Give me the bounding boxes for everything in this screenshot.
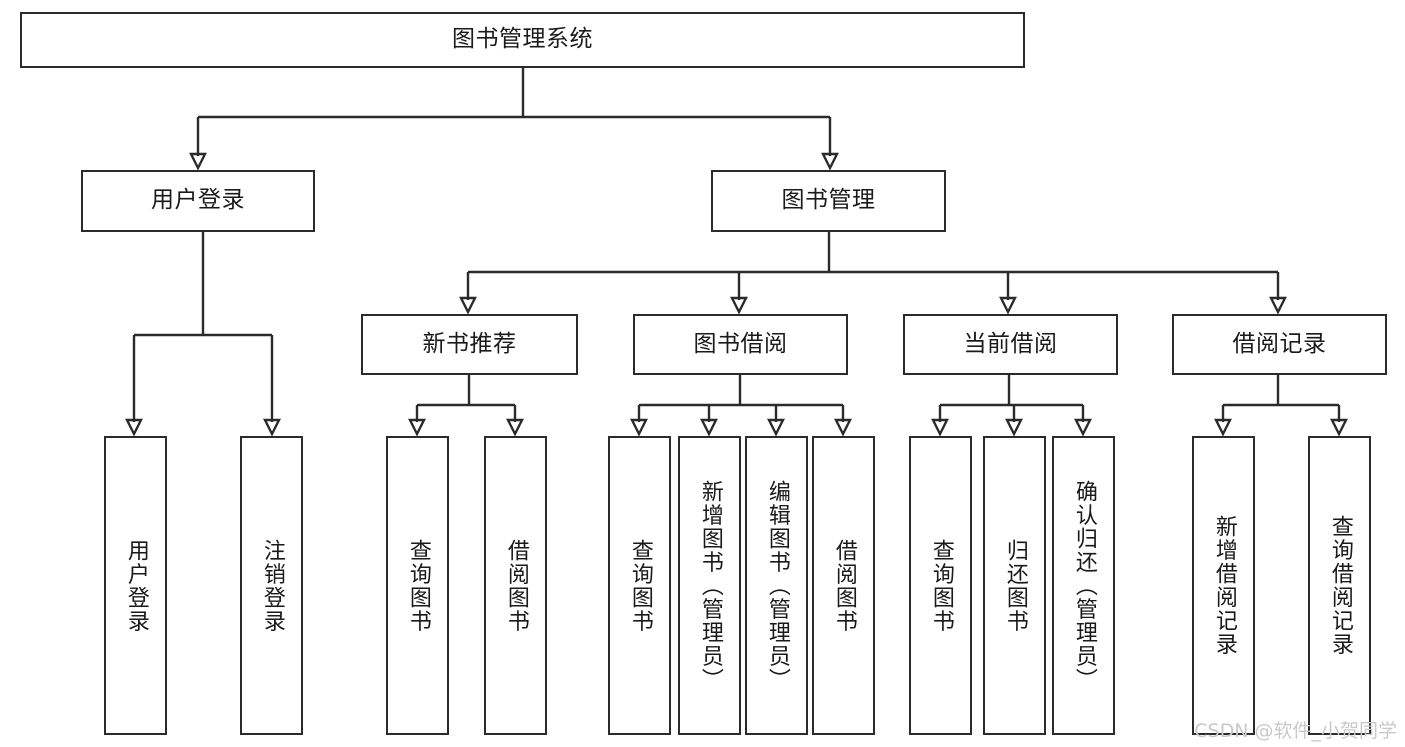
node-label-leaf-add-book: 新增图书（管理员） [697,479,723,692]
node-label-leaf-borrow-book-2: 借阅图书 [831,538,857,633]
user-login-arrow-0-head [125,418,143,437]
node-leaf-query-record: 查询借阅记录 [1308,436,1371,735]
node-leaf-edit-book: 编辑图书（管理员） [745,436,808,735]
node-leaf-borrow-book-1: 借阅图书 [484,436,547,735]
node-label-new-book-recommend: 新书推荐 [422,330,517,357]
watermark-text: CSDN @软件_小贺同学 [1194,720,1397,742]
node-leaf-query-book-3: 查询图书 [909,436,972,735]
node-label-book-borrow: 图书借阅 [693,330,788,357]
node-label-user-login: 用户登录 [151,187,245,214]
root-arrow-0-head [189,152,207,171]
group-arrow-6-head [931,418,949,437]
book-manage-arrow-3-head [1269,296,1287,315]
node-label-leaf-query-record: 查询借阅记录 [1327,515,1353,656]
node-label-root: 图书管理系统 [452,26,593,53]
group-arrow-1-head [506,418,524,437]
group-arrow-10-head [1330,418,1348,437]
user-login-arrow-1-head [263,418,281,437]
node-new-book-recommend: 新书推荐 [361,314,578,375]
book-manage-arrow-1-head [730,296,748,315]
node-current-borrow: 当前借阅 [903,314,1118,375]
group-arrow-8-head [1074,418,1092,437]
group-arrow-5-head [834,418,852,437]
node-leaf-confirm-return: 确认归还（管理员） [1052,436,1115,735]
node-label-borrow-record: 借阅记录 [1232,330,1327,357]
group-arrow-0-head [408,418,426,437]
node-label-leaf-return-book: 归还图书 [1002,538,1028,633]
node-leaf-user-login: 用户登录 [104,436,167,735]
group-arrow-7-head [1005,418,1023,437]
group-arrow-9-head [1214,418,1232,437]
node-leaf-borrow-book-2: 借阅图书 [812,436,875,735]
node-leaf-add-record: 新增借阅记录 [1192,436,1255,735]
node-leaf-return-book: 归还图书 [983,436,1046,735]
node-leaf-logout: 注销登录 [240,436,303,735]
node-label-leaf-query-book-3: 查询图书 [928,538,954,633]
node-label-leaf-borrow-book-1: 借阅图书 [503,538,529,633]
node-root: 图书管理系统 [20,12,1025,68]
group-arrow-3-head [700,418,718,437]
node-book-borrow: 图书借阅 [633,314,848,375]
group-arrow-2-head [630,418,648,437]
node-user-login: 用户登录 [81,170,315,232]
book-manage-arrow-0-head [459,296,477,315]
node-book-manage: 图书管理 [711,170,946,232]
node-leaf-add-book: 新增图书（管理员） [678,436,741,735]
node-leaf-query-book-2: 查询图书 [608,436,671,735]
node-label-leaf-logout: 注销登录 [259,538,285,633]
node-label-leaf-add-record: 新增借阅记录 [1211,515,1237,656]
node-label-leaf-confirm-return: 确认归还（管理员） [1071,479,1097,692]
node-borrow-record: 借阅记录 [1172,314,1387,375]
node-label-leaf-edit-book: 编辑图书（管理员） [764,479,790,692]
node-label-current-borrow: 当前借阅 [963,330,1058,357]
node-leaf-query-book-1: 查询图书 [386,436,449,735]
node-label-leaf-query-book-2: 查询图书 [627,538,653,633]
book-manage-arrow-2-head [999,296,1017,315]
node-label-leaf-user-login: 用户登录 [123,538,149,633]
group-arrow-4-head [767,418,785,437]
node-label-leaf-query-book-1: 查询图书 [405,538,431,633]
node-label-book-manage: 图书管理 [781,187,876,214]
root-arrow-1-head [821,152,839,171]
